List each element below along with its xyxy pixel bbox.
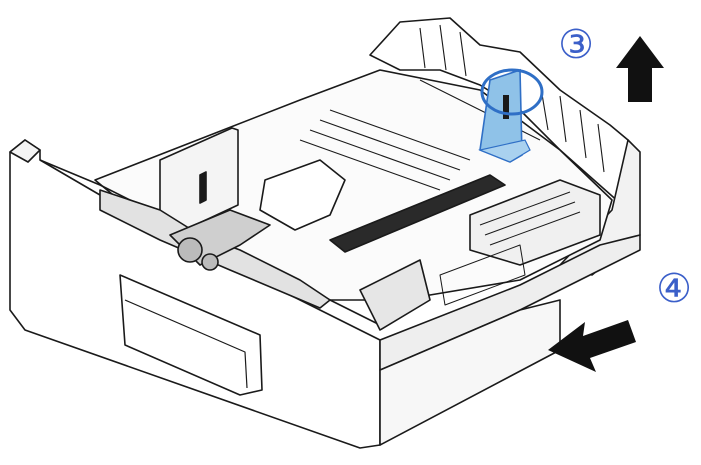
gear-small [201,253,219,271]
extension-slide [469,179,601,266]
step-4-pull-arrow-icon [548,320,636,372]
gear [177,237,203,263]
lever-slot [503,95,509,119]
side-latch-detail [439,244,526,306]
paper-length-lever-top [477,139,531,163]
left-guide-slot [199,171,207,204]
front-corner-tab [9,139,41,163]
side-latch [359,259,431,331]
paper-length-rail [329,174,506,253]
tray-handle-cutout [119,274,263,396]
step-4-label: ④ [656,266,692,312]
paper-tray-illustration [9,17,641,449]
floor-ribs [299,79,541,191]
lever-highlight-circle [480,68,544,116]
extension-slide-ribs [479,191,581,246]
center-plate [259,159,346,231]
step-3-label: ③ [558,22,594,68]
tray-handle-inner-line [124,299,248,389]
tray-front-right-face [379,299,561,446]
step-3-up-arrow-icon [616,36,664,102]
tray-back-wall-ribs [419,24,605,173]
